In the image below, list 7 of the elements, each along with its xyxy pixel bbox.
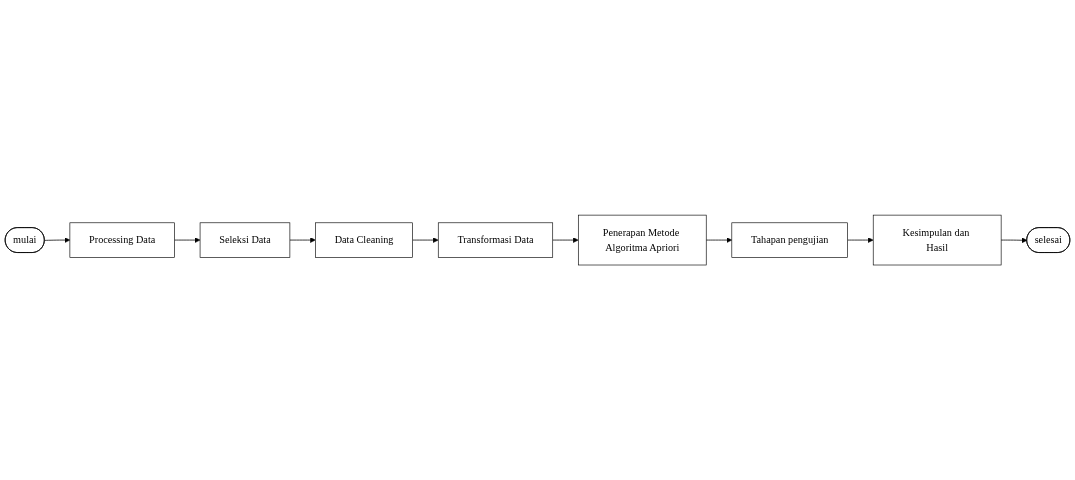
node-box: Transformasi Data (437, 222, 554, 258)
node-box: Kesimpulan dan Hasil (872, 214, 1002, 266)
node-box: Seleksi Data (199, 222, 291, 258)
node-box: Processing Data (69, 222, 175, 258)
node-box: Penerapan Metode Algoritma Apriori (578, 214, 707, 266)
node-box: Data Cleaning (315, 222, 413, 258)
node-box: Tahapan pengujian (731, 222, 848, 258)
